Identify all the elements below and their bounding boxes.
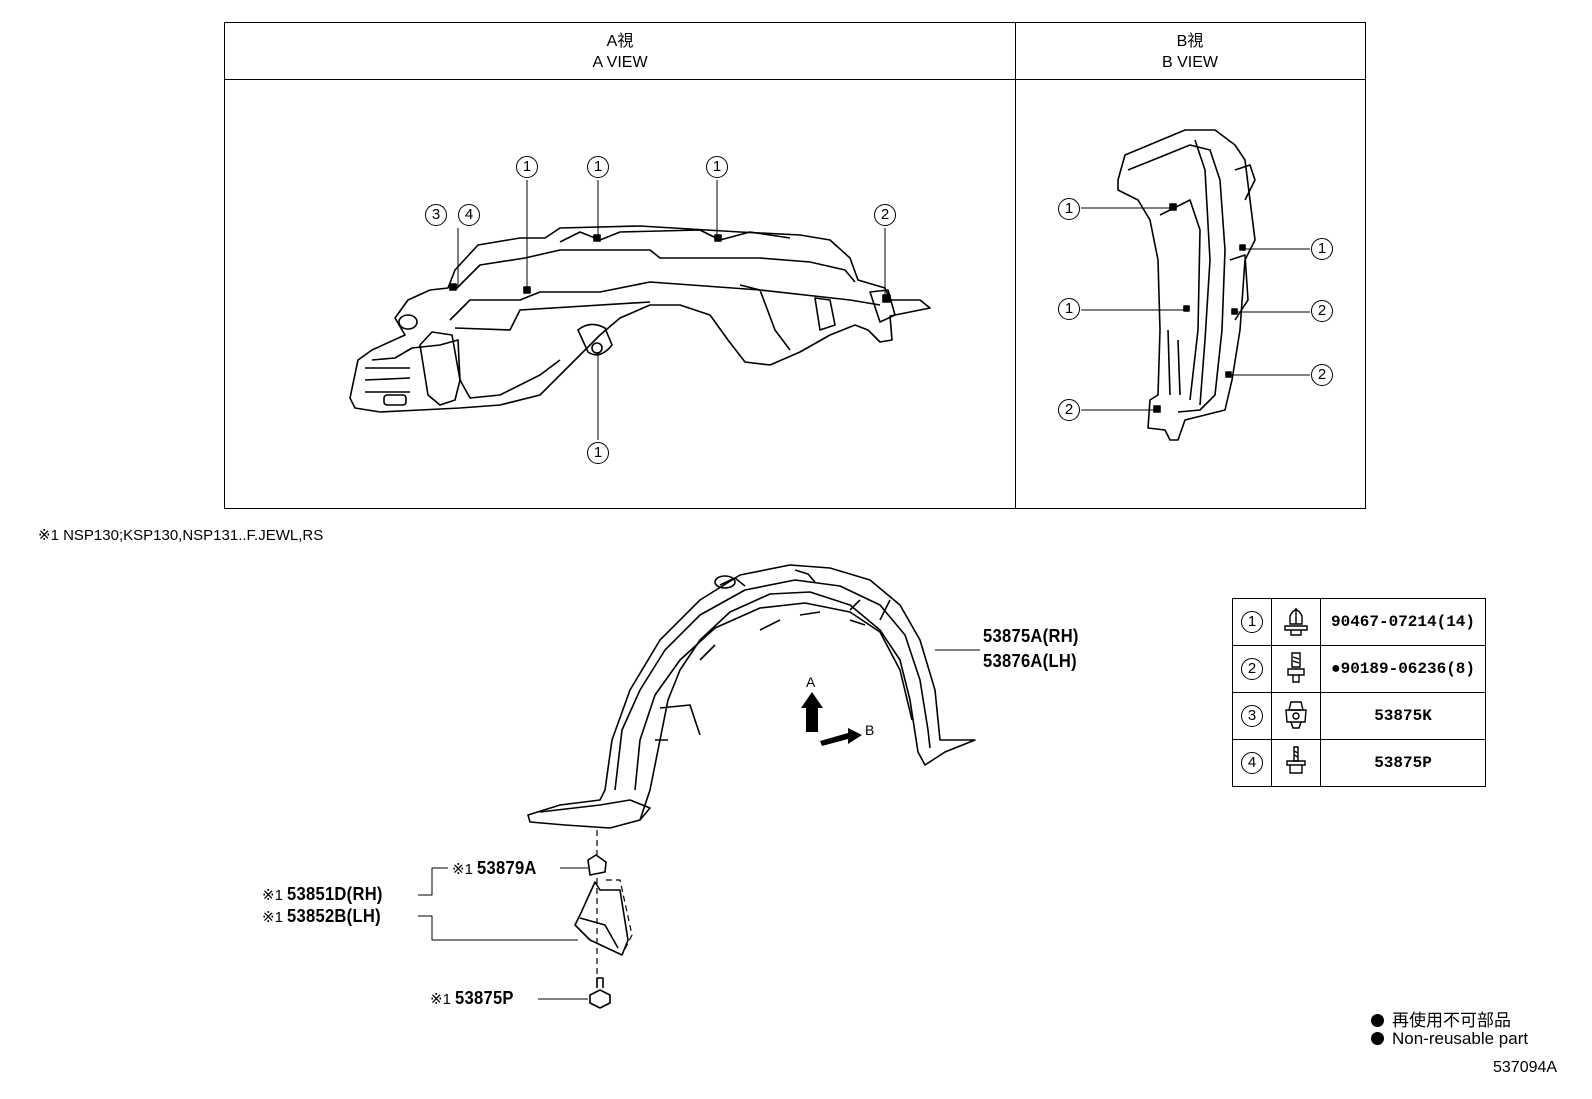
label-53851d-group: ※1 53851D(RH) xyxy=(262,884,391,905)
mark-ref: ※1 xyxy=(452,861,473,878)
fastener-no-cell: 2 xyxy=(1232,645,1272,693)
fastener-part: ●90189-06236(8) xyxy=(1320,645,1486,693)
a-callout-1c: 1 xyxy=(706,156,728,178)
a-view-header: A視 A VIEW xyxy=(225,31,1015,73)
mark-ref: ※1 xyxy=(262,909,283,926)
label-53852b-group: ※1 53852B(LH) xyxy=(262,906,389,927)
a-callout-2: 2 xyxy=(874,204,896,226)
non-reusable-dot-icon xyxy=(1371,1014,1384,1027)
model-note: ※1 NSP130;KSP130,NSP131..F.JEWL,RS xyxy=(38,527,324,544)
fastener-no: 1 xyxy=(1241,611,1263,633)
table-row: 2 ●90189-06236(8) xyxy=(1232,645,1486,693)
b-callout-2a: 2 xyxy=(1058,399,1080,421)
fastener-part: 53875P xyxy=(1320,739,1486,787)
b-callout-2b: 2 xyxy=(1311,300,1333,322)
label-53851d-rh: 53851D(RH) xyxy=(287,884,384,904)
a-callout-4: 4 xyxy=(458,204,480,226)
fastener-no-cell: 1 xyxy=(1232,598,1272,646)
b-callout-2c: 2 xyxy=(1311,364,1333,386)
clip-icon xyxy=(1271,598,1321,646)
arrow-a-label: A xyxy=(806,674,816,690)
label-53875a-rh: 53875A(RH) xyxy=(983,626,1079,646)
b-view-title-jp: B視 xyxy=(1176,33,1204,50)
fastener-no-cell: 3 xyxy=(1232,692,1272,740)
views-divider xyxy=(1015,23,1016,508)
a-callout-1a: 1 xyxy=(516,156,538,178)
views-frame: A視 A VIEW B視 B VIEW xyxy=(224,22,1366,509)
b-callout-1c: 1 xyxy=(1311,238,1333,260)
b-callout-1b: 1 xyxy=(1058,298,1080,320)
screw-grommet-icon xyxy=(1271,645,1321,693)
b-view-header: B視 B VIEW xyxy=(1015,31,1365,73)
fastener-no: 4 xyxy=(1241,752,1263,774)
a-view-liner-drawing xyxy=(349,225,931,413)
fastener-no: 2 xyxy=(1241,658,1263,680)
a-callout-1b: 1 xyxy=(587,156,609,178)
label-53879a-group: ※1 53879A xyxy=(452,858,542,879)
legend-en-text: Non-reusable part xyxy=(1392,1029,1529,1048)
label-53852b-lh: 53852B(LH) xyxy=(287,906,382,926)
table-row: 3 53875K xyxy=(1232,692,1486,740)
legend-jp: 再使用不可部品 xyxy=(1371,1006,1511,1031)
arrow-a-icon xyxy=(801,692,823,732)
figure-id: 537094A xyxy=(1493,1059,1558,1076)
a-callout-3: 3 xyxy=(425,204,447,226)
a-view-title-jp: A視 xyxy=(606,33,634,50)
label-53875p-group: ※1 53875P xyxy=(430,988,519,1009)
direction-arrows xyxy=(801,692,862,746)
label-53879a: 53879A xyxy=(477,858,538,878)
assembly-dashed-lines xyxy=(596,830,633,980)
b-view-title-en: B VIEW xyxy=(1161,54,1218,71)
fender-liner-drawing xyxy=(527,564,976,829)
label-53875p: 53875P xyxy=(455,988,515,1008)
legend-en: Non-reusable part xyxy=(1371,1029,1528,1049)
a-view-title-en: A VIEW xyxy=(592,54,648,71)
fastener-table: 1 90467-07214(14) 2 ●90189-06236(8) 3 53… xyxy=(1232,598,1486,787)
b-view-leaders xyxy=(1081,207,1310,411)
arrow-b-label: B xyxy=(865,722,875,738)
nut-clip-icon xyxy=(1271,692,1321,740)
table-row: 1 90467-07214(14) xyxy=(1232,598,1486,646)
mark-ref: ※1 xyxy=(262,887,283,904)
b-view-liner-drawing xyxy=(1117,129,1256,441)
small-parts-drawing xyxy=(574,854,629,1009)
arrow-b-icon xyxy=(820,728,862,746)
a-callout-1d: 1 xyxy=(587,442,609,464)
fastener-no: 3 xyxy=(1241,705,1263,727)
fastener-part: 53875K xyxy=(1320,692,1486,740)
mark-ref: ※1 xyxy=(430,991,451,1008)
label-53876a-lh: 53876A(LH) xyxy=(983,651,1077,671)
non-reusable-dot-icon xyxy=(1371,1032,1384,1045)
b-callout-1a: 1 xyxy=(1058,198,1080,220)
legend-jp-text: 再使用不可部品 xyxy=(1392,1011,1511,1030)
fastener-part: 90467-07214(14) xyxy=(1320,598,1486,646)
part-leaders xyxy=(418,867,588,1000)
views-header-line xyxy=(225,79,1365,80)
bolt-icon xyxy=(1271,739,1321,787)
a-view-leaders xyxy=(451,180,886,440)
table-row: 4 53875P xyxy=(1232,739,1486,787)
fastener-no-cell: 4 xyxy=(1232,739,1272,787)
